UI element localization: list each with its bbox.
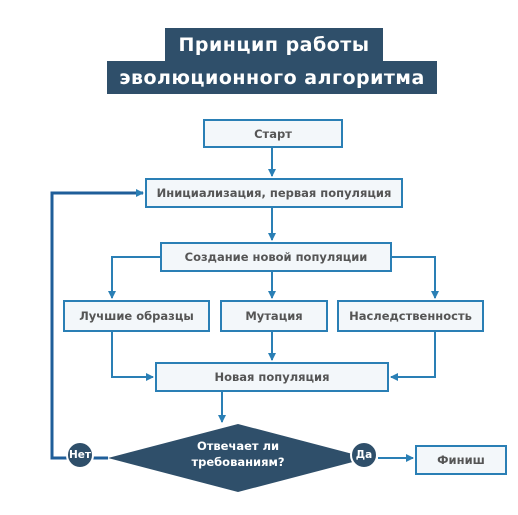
node-start: Старт xyxy=(203,119,343,148)
decision-label-line-1: Отвечает ли xyxy=(196,439,280,453)
branch-yes-badge: Да xyxy=(350,441,378,469)
node-finish: Финиш xyxy=(415,445,507,475)
node-create-population: Создание новой популяции xyxy=(160,242,392,272)
node-best-samples: Лучшие образцы xyxy=(63,300,210,332)
branch-no-badge: Нет xyxy=(66,441,94,469)
arrow-create-inheritance xyxy=(392,256,439,299)
node-initialization: Инициализация, первая популяция xyxy=(145,178,403,208)
node-mutation: Мутация xyxy=(220,300,328,332)
node-inheritance: Наследственность xyxy=(337,300,484,332)
arrow-best-new xyxy=(111,332,154,381)
title-line-2: эволюционного алгоритма xyxy=(107,61,437,94)
arrow-inheritance-new xyxy=(390,332,436,381)
title-line-1: Принцип работы xyxy=(165,28,383,61)
decision-label: Отвечает ли требованиям? xyxy=(150,434,326,474)
node-new-population: Новая популяция xyxy=(155,362,389,392)
arrow-create-best xyxy=(108,256,160,299)
decision-diamond xyxy=(108,424,368,492)
decision-label-line-2: требованиям? xyxy=(191,455,285,469)
